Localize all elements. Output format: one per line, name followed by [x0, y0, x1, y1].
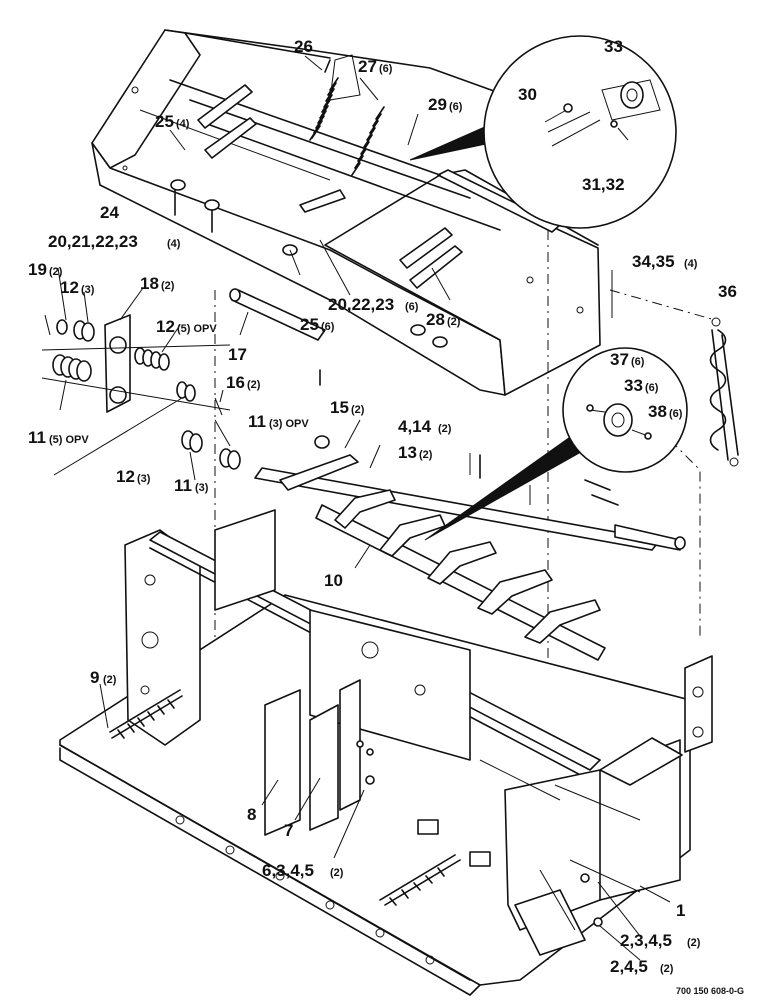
callout-16-qty: (2) — [247, 379, 261, 391]
callout-25a-qty: (4) — [176, 118, 190, 130]
callout-27: 27 — [358, 57, 377, 76]
callout-19: 19 — [28, 260, 47, 279]
callout-12b: 12 — [156, 317, 175, 336]
callout-9-qty: (2) — [103, 674, 117, 686]
callout-25b: 25 — [300, 315, 319, 334]
callout-13-qty: (2) — [419, 449, 433, 461]
callout-15-qty: (2) — [351, 404, 365, 416]
spring-36 — [609, 289, 739, 467]
callout-4-14: 4,14 — [398, 417, 432, 436]
document-code: 700 150 608-0-G — [676, 986, 744, 996]
callout-24: 24 — [100, 203, 119, 222]
callout-18-qty: (2) — [161, 280, 175, 292]
callout-11c-qty: (3) — [195, 482, 209, 494]
callout-11b-qty: (3) OPV — [269, 418, 309, 430]
callout-11a: 11 — [28, 428, 46, 447]
callout-34-35-qty: (4) — [684, 258, 698, 270]
callout-11b: 11 — [248, 412, 266, 431]
callout-labels: 26 27 (6) 29 (6) 25 (4) 24 20,21,22,23 (… — [28, 37, 744, 996]
callout-17: 17 — [228, 345, 247, 364]
callout-16: 16 — [226, 373, 245, 392]
callout-25a: 25 — [155, 112, 174, 131]
callout-13: 13 — [398, 443, 417, 462]
callout-20-22-23-qty: (6) — [405, 301, 419, 313]
callout-12b-qty: (5) OPV — [177, 323, 217, 335]
detail-circle-roller — [483, 35, 677, 229]
callout-20-21-22-23-qty: (4) — [167, 238, 181, 250]
callout-20-21-22-23: 20,21,22,23 — [48, 232, 138, 251]
callout-2-3-4-5: 2,3,4,5 — [620, 931, 672, 950]
callout-12c-qty: (3) — [137, 473, 151, 485]
callout-2-4-5-qty: (2) — [660, 963, 674, 975]
callout-33b: 33 — [624, 376, 643, 395]
callout-28-qty: (2) — [447, 316, 461, 328]
callout-10: 10 — [324, 571, 343, 590]
upper-pickup-housing — [91, 29, 601, 479]
callout-6-3-4-5: 6,3,4,5 — [262, 861, 314, 880]
callout-38: 38 — [648, 402, 667, 421]
callout-34-35: 34,35 — [632, 252, 675, 271]
shaft-and-auger — [214, 230, 701, 960]
detail-circle-cam-follower — [424, 347, 688, 541]
callout-8: 8 — [247, 805, 256, 824]
leader-lines — [53, 55, 671, 961]
callout-12a: 12 — [60, 278, 79, 297]
callout-11c: 11 — [174, 476, 192, 495]
callout-29-qty: (6) — [449, 101, 463, 113]
callout-37: 37 — [610, 350, 629, 369]
callout-29: 29 — [428, 95, 447, 114]
callout-33b-qty: (6) — [645, 382, 659, 394]
callout-26: 26 — [294, 37, 313, 56]
callout-15: 15 — [330, 398, 349, 417]
callout-12c: 12 — [116, 467, 135, 486]
callout-38-qty: (6) — [669, 408, 683, 420]
callout-27-qty: (6) — [379, 63, 393, 75]
callout-2-3-4-5-qty: (2) — [687, 937, 701, 949]
callout-11a-qty: (5) OPV — [49, 434, 89, 446]
base-frame — [59, 509, 713, 996]
detail-callout-31-32: 31,32 — [582, 175, 625, 194]
callout-4-14-qty: (2) — [438, 423, 452, 435]
callout-20-22-23: 20,22,23 — [328, 295, 394, 314]
callout-19-qty: (2) — [49, 266, 63, 278]
callout-25b-qty: (6) — [321, 321, 335, 333]
callout-7: 7 — [284, 821, 293, 840]
callout-18: 18 — [140, 274, 159, 293]
detail-callout-33: 33 — [604, 37, 623, 56]
callout-9: 9 — [90, 668, 99, 687]
callout-2-4-5: 2,4,5 — [610, 957, 648, 976]
callout-36: 36 — [718, 282, 737, 301]
callout-37-qty: (6) — [631, 356, 645, 368]
callout-28: 28 — [426, 310, 445, 329]
detail-callout-30: 30 — [518, 85, 537, 104]
callout-12a-qty: (3) — [81, 284, 95, 296]
callout-1: 1 — [676, 901, 685, 920]
callout-6-3-4-5-qty: (2) — [330, 867, 344, 879]
